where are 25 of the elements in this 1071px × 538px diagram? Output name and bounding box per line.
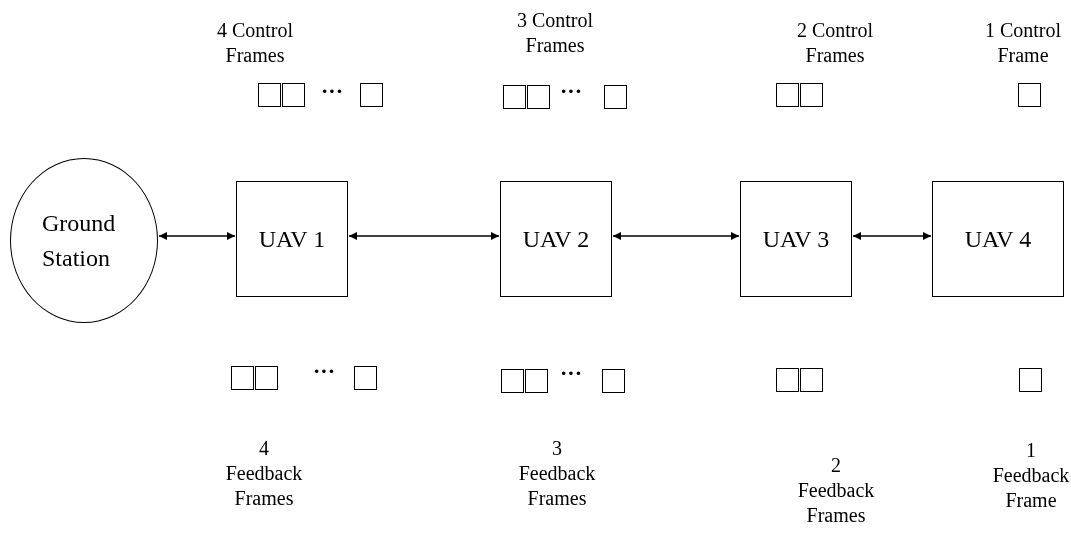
uav-box	[932, 181, 1064, 297]
frame-count-caption: 3 Feedback Frames	[517, 436, 597, 511]
uav-box	[236, 181, 348, 297]
frame-count-caption: 1 Feedback Frame	[991, 438, 1071, 513]
uav-box	[500, 181, 612, 297]
frame-count-caption: 4 Control Frames	[215, 18, 295, 68]
ellipsis-mark: ···	[321, 80, 343, 102]
double-arrow	[852, 232, 932, 240]
double-arrow	[348, 232, 500, 240]
frame-count-caption: 4 Feedback Frames	[224, 436, 304, 511]
ellipsis-mark: ···	[313, 360, 335, 382]
ellipsis-mark: ···	[560, 80, 582, 102]
node-label: UAV 3	[762, 224, 830, 254]
node-label: UAV 4	[964, 224, 1032, 254]
frame-count-caption: 3 Control Frames	[515, 8, 595, 58]
ellipsis-mark: ···	[560, 362, 582, 384]
node-label: UAV 1	[258, 224, 326, 254]
frame-count-caption: 2 Control Frames	[795, 18, 875, 68]
frame-count-caption: 1 Control Frame	[983, 18, 1063, 68]
node-label: Ground Station	[42, 208, 117, 273]
uav-box	[740, 181, 852, 297]
double-arrow	[612, 232, 740, 240]
node-label: UAV 2	[522, 224, 590, 254]
double-arrow	[158, 232, 236, 240]
frame-count-caption: 2 Feedback Frames	[796, 453, 876, 528]
